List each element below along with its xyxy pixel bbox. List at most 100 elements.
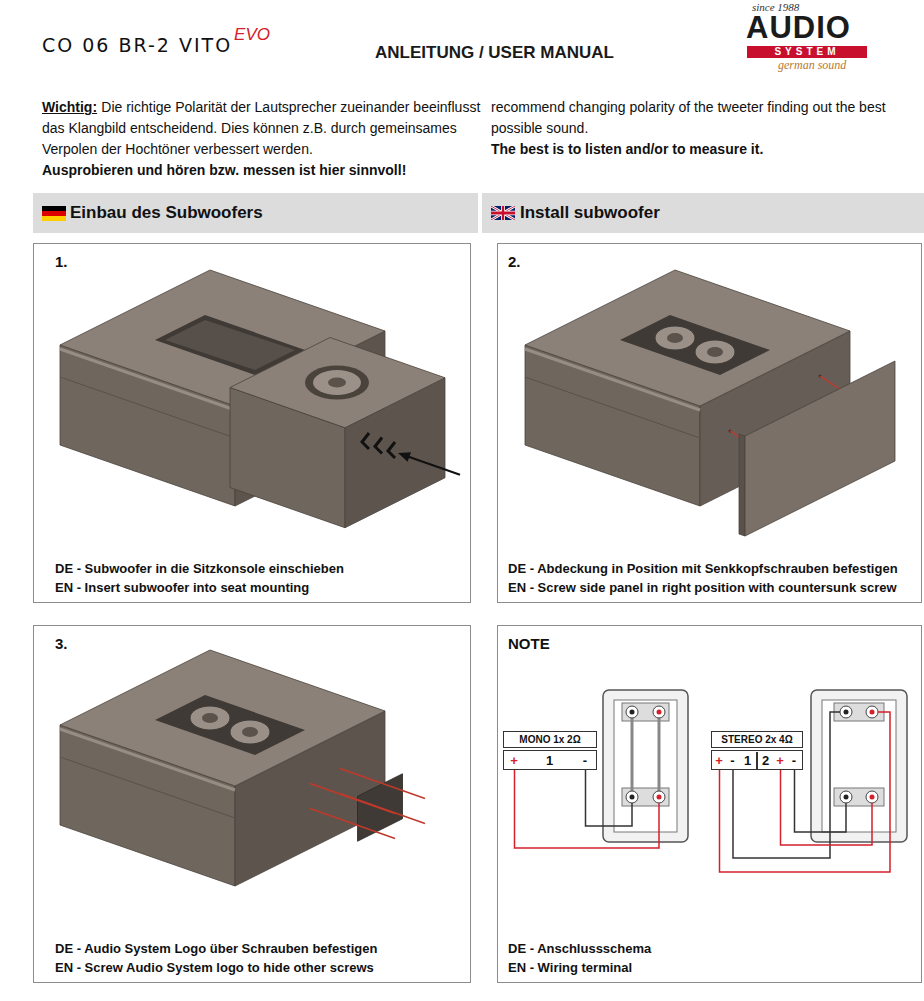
caption-block: DE - Subwoofer in die Sitzkonsole einsch… bbox=[55, 559, 464, 597]
uk-flag bbox=[491, 206, 515, 220]
insert-arrow bbox=[398, 452, 460, 474]
step-caption: DE - Anschlussschema bbox=[508, 939, 915, 958]
insert-arrow bbox=[398, 452, 411, 461]
terminal-sign: - bbox=[787, 752, 801, 769]
speaker-wire bbox=[515, 712, 891, 872]
seat-console bbox=[525, 270, 850, 406]
subwoofer-box bbox=[230, 338, 445, 428]
logo-plate bbox=[310, 769, 425, 842]
insert-chevrons bbox=[362, 433, 369, 449]
step-number: 3. bbox=[55, 634, 68, 654]
terminal-plate bbox=[657, 795, 662, 800]
note-keyword: Wichtig: bbox=[42, 99, 97, 115]
terminal-sign: + bbox=[712, 752, 726, 769]
terminal-plate bbox=[603, 690, 688, 842]
speaker-wire bbox=[781, 770, 873, 845]
subwoofer-box bbox=[305, 366, 369, 400]
step-caption: EN - Wiring terminal bbox=[508, 958, 915, 977]
caption-block: DE - AnschlussschemaEN - Wiring terminal bbox=[508, 939, 915, 977]
seat-console bbox=[707, 347, 723, 357]
seat-console bbox=[202, 713, 218, 723]
terminal-sign: 1 bbox=[739, 752, 756, 769]
section-heading: Einbau des Subwoofers bbox=[33, 193, 478, 233]
side-cover bbox=[739, 361, 895, 536]
seat-console bbox=[190, 706, 230, 730]
subwoofer-box bbox=[328, 378, 346, 388]
speaker-wire bbox=[720, 712, 891, 872]
terminal-plate bbox=[626, 791, 638, 803]
terminal-plate bbox=[840, 791, 852, 803]
german-flag bbox=[42, 211, 66, 216]
terminal-plate bbox=[870, 710, 875, 715]
product-suffix: EVO bbox=[234, 25, 270, 45]
seat-console bbox=[60, 377, 235, 438]
terminal-plate bbox=[811, 690, 907, 842]
side-cover bbox=[739, 434, 745, 536]
terminal-plate bbox=[866, 706, 878, 718]
logo-band: SYSTEM bbox=[747, 46, 867, 58]
note-emphasis: Ausprobieren und hören bzw. messen ist h… bbox=[42, 160, 482, 181]
terminal-plate bbox=[630, 710, 635, 715]
terminal-plate bbox=[866, 791, 878, 803]
terminal-plate bbox=[844, 710, 849, 715]
step-panel: NOTE DE - AnschlussschemaEN - Wiring term… bbox=[497, 625, 922, 983]
caption-block: DE - Abdeckung in Position mit Senkkopfs… bbox=[508, 559, 915, 597]
section-band bbox=[482, 193, 924, 233]
speaker-wire bbox=[586, 770, 633, 826]
note-emphasis: The best is to listen and/or to measure … bbox=[491, 139, 916, 160]
terminal-plate bbox=[834, 703, 884, 721]
seat-console bbox=[525, 377, 700, 438]
terminal-label: MONO 1x 2Ω bbox=[519, 733, 580, 746]
german-flag bbox=[42, 206, 66, 221]
terminal-plate bbox=[840, 706, 852, 718]
manual-title: ANLEITUNG / USER MANUAL bbox=[375, 42, 614, 64]
step-number: 2. bbox=[508, 252, 521, 272]
seat-console bbox=[60, 270, 385, 406]
subwoofer-box bbox=[313, 370, 361, 395]
insert-chevrons bbox=[375, 438, 382, 454]
terminal-plate bbox=[811, 690, 907, 842]
terminal-plate bbox=[658, 718, 661, 791]
terminal-plate bbox=[822, 700, 896, 832]
step-caption: EN - Screw side panel in right position … bbox=[508, 578, 915, 597]
note-text: Die richtige Polarität der Lautsprecher … bbox=[42, 99, 480, 157]
terminal-sign: - bbox=[726, 752, 739, 769]
terminal-label: STEREO 2x 4Ω bbox=[721, 733, 792, 746]
logo-slogan: german sound bbox=[778, 58, 846, 72]
terminal-sign: + bbox=[504, 752, 524, 769]
step-number: NOTE bbox=[508, 634, 550, 654]
subwoofer-box bbox=[230, 338, 445, 528]
seat-console bbox=[60, 650, 385, 886]
product-name: CO 06 BR-2 VITO bbox=[42, 33, 232, 57]
step-panel: 3. DE - Audio System Logo über Schrauben … bbox=[33, 625, 471, 983]
step-caption: DE - Audio System Logo über Schrauben be… bbox=[55, 939, 464, 958]
terminal-plate bbox=[622, 703, 669, 721]
insert-arrow bbox=[405, 456, 460, 475]
terminal-sign: + bbox=[773, 752, 787, 769]
terminal-plate bbox=[870, 795, 875, 800]
german-flag bbox=[42, 206, 66, 211]
terminal-sign: 1 bbox=[524, 752, 575, 769]
terminal-plate bbox=[631, 718, 634, 791]
section-heading: Install subwoofer bbox=[482, 193, 924, 233]
terminal-plate bbox=[626, 706, 638, 718]
section-band bbox=[33, 193, 478, 233]
seat-console bbox=[165, 320, 295, 370]
logo-plate bbox=[340, 769, 425, 799]
uk-flag bbox=[491, 206, 515, 220]
seat-console bbox=[667, 333, 683, 343]
seat-console bbox=[60, 757, 235, 818]
insert-chevrons bbox=[362, 433, 395, 458]
note-paragraph: recommend changing polarity of the tweet… bbox=[491, 97, 916, 160]
seat-console bbox=[155, 695, 305, 755]
uk-flag bbox=[491, 206, 515, 220]
speaker-wire bbox=[515, 770, 660, 848]
note-text: recommend changing polarity of the tweet… bbox=[491, 99, 886, 136]
step-caption: EN - Screw Audio System logo to hide oth… bbox=[55, 958, 464, 977]
terminal-plate bbox=[653, 791, 665, 803]
step-caption: DE - Abdeckung in Position mit Senkkopfs… bbox=[508, 559, 915, 578]
terminal-plate bbox=[603, 690, 688, 842]
speaker-wire bbox=[795, 770, 847, 832]
terminal-strip: +1- bbox=[503, 750, 597, 770]
